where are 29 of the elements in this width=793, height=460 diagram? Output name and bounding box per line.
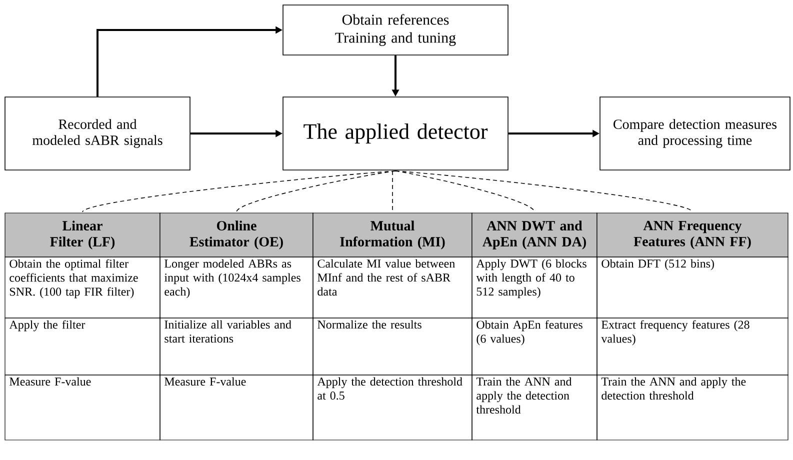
process-box: Compare detection measures and processing time — [600, 96, 790, 170]
table-cell: Obtain ApEn features (6 values) — [472, 318, 598, 376]
process-box: Obtain references Training and tuning — [282, 4, 508, 56]
table-cell: Apply the filter — [4, 318, 160, 376]
dashed-connector — [392, 170, 393, 212]
table-cell: Initialize all variables and start iterations — [160, 318, 314, 376]
table-cell: Longer modeled ABRs as input with (1024x4 samples each) — [160, 256, 314, 318]
table-cell: Train the ANN and apply the detection threshold — [596, 374, 788, 440]
header-cell: Mutual Information (MI) — [312, 212, 472, 258]
dashed-connector — [82, 170, 396, 212]
table-cell: Normalize the results — [312, 318, 472, 376]
dashed-connector — [395, 170, 693, 212]
table-cell: Extract frequency features (28 values) — [596, 318, 788, 376]
table-cell: Train the ANN and apply the detection threshold — [472, 374, 598, 440]
process-box: Recorded and modeled sABR signals — [4, 96, 190, 170]
table-cell: Calculate MI value between MInf and the rest of sABR data — [312, 256, 472, 318]
table-cell: Measure F-value — [4, 374, 160, 440]
dashed-connector — [395, 170, 535, 212]
header-cell: ANN Frequency Features (ANN FF) — [596, 212, 788, 258]
process-box: The applied detector — [282, 96, 508, 170]
header-cell: Linear Filter (LF) — [4, 212, 160, 258]
table-cell: Obtain the optimal filter coefficients that maximize SNR. (100 tap FIR filter) — [4, 256, 160, 318]
table-cell: Apply DWT (6 blocks with length of 40 to 512 samples) — [472, 256, 598, 318]
dashed-connector — [236, 170, 396, 212]
table-cell: Apply the detection threshold at 0.5 — [312, 374, 472, 440]
header-cell: Online Estimator (OE) — [160, 212, 314, 258]
table-cell: Measure F-value — [160, 374, 314, 440]
table-cell: Obtain DFT (512 bins) — [596, 256, 788, 318]
header-cell: ANN DWT and ApEn (ANN DA) — [472, 212, 598, 258]
